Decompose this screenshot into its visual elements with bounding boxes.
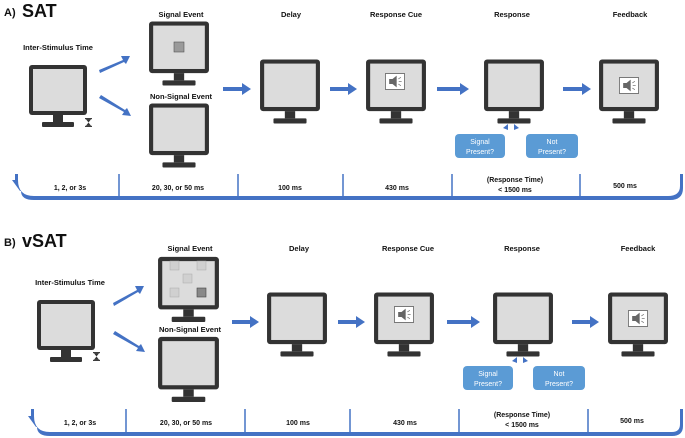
flow-arrows: [113, 286, 599, 363]
svg-text:Present?: Present?: [474, 381, 502, 388]
svg-text:Present?: Present?: [538, 149, 566, 156]
timeline-response-limit: < 1500 ms: [505, 422, 539, 429]
signal-grid: [169, 260, 207, 298]
monitor-delay: [267, 292, 327, 357]
label-inter-stimulus: Inter-Stimulus Time: [23, 43, 93, 52]
timeline-a: 1, 2, or 3s 20, 30, or 50 ms 100 ms 430 …: [12, 174, 683, 200]
timeline-iti: 1, 2, or 3s: [54, 185, 86, 192]
panel-vsat: B) vSAT Inter-Stimulus Time Signal Event…: [4, 231, 683, 436]
arrow-down-right: [99, 95, 131, 116]
bubble-not-present: Not Present?: [526, 134, 578, 158]
signal-square: [173, 41, 185, 53]
svg-text:Present?: Present?: [545, 381, 573, 388]
label-delay: Delay: [281, 10, 302, 19]
svg-text:Signal: Signal: [478, 371, 498, 378]
label-inter-stimulus: Inter-Stimulus Time: [35, 278, 105, 287]
arrow-up-right: [113, 286, 144, 306]
svg-text:Not: Not: [554, 371, 565, 378]
arrow-up-right: [99, 56, 130, 73]
label-non-signal-event: Non-Signal Event: [150, 92, 213, 101]
panel-b-letter: B): [4, 237, 16, 249]
timeline-signal: 20, 30, or 50 ms: [160, 420, 212, 427]
pointer-right: [523, 357, 528, 363]
bubble-not-present: Not Present?: [533, 366, 585, 390]
monitor-response-cue: [366, 59, 426, 124]
monitor-signal-event: [149, 21, 209, 86]
pointer-right: [514, 124, 519, 130]
speaker-icon: [385, 73, 405, 90]
timeline-delay: 100 ms: [278, 185, 302, 192]
label-response-cue: Response Cue: [370, 10, 422, 19]
monitor-inter-stimulus: [29, 65, 87, 127]
speaker-icon: [628, 310, 648, 327]
timeline-bar: [28, 409, 683, 436]
panel-b-title: vSAT: [22, 231, 67, 251]
monitor-response-cue: [374, 292, 434, 357]
signal-square: [196, 287, 207, 298]
panel-a-title: SAT: [22, 1, 57, 21]
bubble-signal-present: Signal Present?: [455, 134, 505, 158]
label-feedback: Feedback: [613, 10, 648, 19]
timeline-feedback: 500 ms: [613, 183, 637, 190]
timeline-b: 1, 2, or 3s 20, 30, or 50 ms 100 ms 430 …: [28, 409, 683, 436]
arrow-down-right: [113, 331, 145, 352]
timeline-response-limit: < 1500 ms: [498, 187, 532, 194]
label-response-cue: Response Cue: [382, 244, 434, 253]
svg-text:Not: Not: [547, 139, 558, 146]
arrow-to-feedback: [563, 83, 591, 95]
monitor-non-signal-event: [158, 336, 219, 403]
timeline-cue: 430 ms: [385, 185, 409, 192]
label-signal-event: Signal Event: [158, 10, 204, 19]
label-response: Response: [504, 244, 540, 253]
panel-a-letter: A): [4, 7, 16, 19]
bubble-signal-present: Signal Present?: [463, 366, 513, 390]
timeline-delay: 100 ms: [286, 420, 310, 427]
speaker-icon: [394, 306, 414, 323]
monitor-non-signal-event: [149, 103, 209, 168]
timeline-iti: 1, 2, or 3s: [64, 420, 96, 427]
monitor-inter-stimulus: [37, 300, 95, 362]
panel-sat: A) SAT Inter-Stimulus Time Signal Event …: [4, 1, 683, 200]
label-non-signal-event: Non-Signal Event: [159, 325, 222, 334]
arrow-to-cue: [338, 316, 365, 328]
monitor-signal-event: [158, 256, 219, 323]
label-feedback: Feedback: [621, 244, 656, 253]
svg-text:Present?: Present?: [466, 149, 494, 156]
speaker-icon: [619, 77, 639, 94]
arrow-to-response: [437, 83, 469, 95]
label-signal-event: Signal Event: [167, 244, 213, 253]
timeline-bar: [12, 174, 683, 200]
monitor-delay: [260, 59, 320, 124]
hourglass-icon: [93, 352, 100, 361]
timeline-response-time: (Response Time): [494, 412, 550, 419]
arrow-to-response: [447, 316, 480, 328]
monitor-response: [484, 59, 544, 124]
timeline-response-time: (Response Time): [487, 177, 543, 184]
arrow-to-feedback: [572, 316, 599, 328]
label-delay: Delay: [289, 244, 310, 253]
hourglass-icon: [85, 118, 92, 127]
monitor-response: [493, 292, 553, 357]
arrow-to-delay: [232, 316, 259, 328]
flow-arrows: [99, 56, 591, 130]
svg-text:Signal: Signal: [470, 139, 490, 146]
arrow-to-delay: [223, 83, 251, 95]
timeline-signal: 20, 30, or 50 ms: [152, 185, 204, 192]
pointer-left: [503, 124, 508, 130]
label-response: Response: [494, 10, 530, 19]
arrow-to-cue: [330, 83, 357, 95]
timeline-cue: 430 ms: [393, 420, 417, 427]
timeline-feedback: 500 ms: [620, 418, 644, 425]
pointer-left: [512, 357, 517, 363]
